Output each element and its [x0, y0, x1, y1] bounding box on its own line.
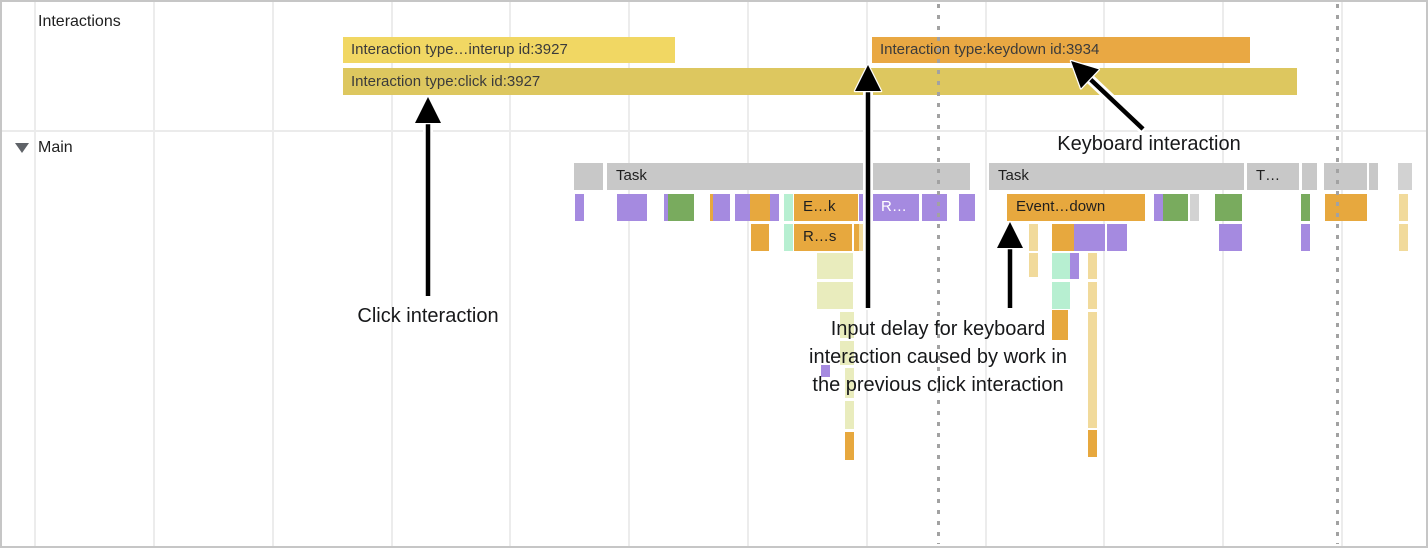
interaction-bar-click[interactable]: Interaction type:click id:3927: [343, 68, 1297, 95]
main-track-header[interactable]: Main: [15, 139, 73, 157]
dotted-guide-line: [937, 4, 940, 544]
flame-block[interactable]: [1302, 163, 1311, 190]
flame-block[interactable]: [840, 341, 854, 365]
flame-block[interactable]: [1052, 224, 1074, 251]
interaction-bar-pointerup[interactable]: Interaction type…interup id:3927: [343, 37, 675, 63]
annotation-input-delay: Input delay for keyboard interaction caus…: [809, 315, 1067, 399]
collapse-triangle-icon[interactable]: [15, 143, 29, 153]
grid-line: [509, 2, 511, 546]
main-track-label: Main: [38, 139, 73, 156]
flame-block[interactable]: [1301, 194, 1310, 221]
flame-block[interactable]: [854, 224, 863, 251]
flame-block[interactable]: [743, 194, 752, 221]
flame-block-labeled[interactable]: T…: [1247, 163, 1299, 190]
grid-line: [1103, 2, 1105, 546]
flame-block-labeled[interactable]: Task: [989, 163, 1244, 190]
grid-line: [628, 2, 630, 546]
flame-block[interactable]: [1219, 224, 1242, 251]
flame-block-labeled[interactable]: R…s: [794, 224, 852, 251]
flame-block[interactable]: [1308, 163, 1317, 190]
flame-block[interactable]: [668, 194, 694, 221]
flame-block[interactable]: [1324, 163, 1367, 190]
flame-block[interactable]: [1154, 194, 1163, 221]
annotation-line: Click interaction: [357, 305, 499, 327]
flame-block[interactable]: [1163, 194, 1188, 221]
flame-block[interactable]: [959, 194, 975, 221]
grid-line: [391, 2, 393, 546]
flame-block[interactable]: [1369, 163, 1378, 190]
flame-block[interactable]: [750, 194, 770, 221]
flame-block-labeled[interactable]: R…: [872, 194, 919, 221]
flame-block[interactable]: [1052, 310, 1068, 340]
flame-block[interactable]: [1325, 194, 1367, 221]
flame-block[interactable]: [1088, 253, 1097, 279]
flame-block-labeled[interactable]: E…k: [794, 194, 858, 221]
flame-block[interactable]: [622, 194, 647, 221]
flame-block[interactable]: [1403, 163, 1412, 190]
flame-block-labeled[interactable]: Event…down: [1007, 194, 1145, 221]
flame-block[interactable]: [575, 194, 584, 221]
annotation-click-interaction: Click interaction: [357, 302, 498, 330]
flame-block[interactable]: [817, 253, 853, 279]
annotation-line: Input delay for keyboard: [830, 318, 1046, 340]
flame-block[interactable]: [821, 365, 830, 377]
grid-line: [985, 2, 987, 546]
flame-block[interactable]: [845, 401, 854, 429]
flame-block[interactable]: [574, 163, 603, 190]
flame-block[interactable]: [1088, 312, 1097, 428]
flame-block[interactable]: [1088, 282, 1097, 309]
interaction-bar-keydown[interactable]: Interaction type:keydown id:3934: [872, 37, 1250, 63]
flame-block[interactable]: [1399, 224, 1408, 251]
flame-block[interactable]: [1070, 253, 1079, 279]
flame-block[interactable]: [859, 224, 868, 251]
flame-block[interactable]: [1029, 224, 1038, 251]
annotation-line: the previous click interaction: [812, 374, 1064, 396]
flame-block[interactable]: [1074, 224, 1105, 251]
flame-block[interactable]: [784, 224, 793, 251]
flame-block[interactable]: [840, 312, 854, 338]
flame-block[interactable]: [735, 194, 744, 221]
grid-line: [1341, 2, 1343, 546]
grid-line: [272, 2, 274, 546]
annotation-keyboard-interaction: Keyboard interaction: [1057, 130, 1240, 158]
input-delay-right-arrow: [995, 220, 1025, 310]
flame-block[interactable]: [1088, 430, 1097, 457]
flame-block[interactable]: [617, 194, 626, 221]
track-separator: [2, 130, 1426, 132]
flame-block[interactable]: [1190, 194, 1199, 221]
flame-block[interactable]: [845, 368, 854, 398]
annotation-line: Keyboard interaction: [1057, 133, 1241, 155]
flame-block[interactable]: [1399, 194, 1408, 221]
grid-line: [747, 2, 749, 546]
grid-line: [34, 2, 36, 546]
flame-block[interactable]: [1398, 163, 1407, 190]
dotted-guide-line: [1336, 4, 1339, 544]
flame-block[interactable]: [1029, 253, 1038, 277]
flame-block[interactable]: [859, 194, 868, 221]
flame-block[interactable]: [770, 194, 779, 221]
flame-block[interactable]: [713, 194, 730, 221]
flame-block[interactable]: [845, 432, 854, 460]
flame-block[interactable]: [751, 224, 769, 251]
flame-block[interactable]: [1107, 224, 1127, 251]
flame-block[interactable]: [1052, 253, 1070, 279]
flame-block[interactable]: [1301, 224, 1310, 251]
flame-block[interactable]: [922, 194, 947, 221]
flame-block[interactable]: [1052, 282, 1070, 309]
flame-block[interactable]: [1215, 194, 1242, 221]
flame-block[interactable]: [817, 282, 853, 309]
grid-line: [1222, 2, 1224, 546]
grid-line: [153, 2, 155, 546]
annotation-line: interaction caused by work in: [809, 346, 1067, 368]
flame-block-labeled[interactable]: Task: [607, 163, 970, 190]
click-arrow: [413, 95, 443, 298]
flame-block[interactable]: [784, 194, 793, 221]
interactions-track-label: Interactions: [38, 13, 121, 30]
